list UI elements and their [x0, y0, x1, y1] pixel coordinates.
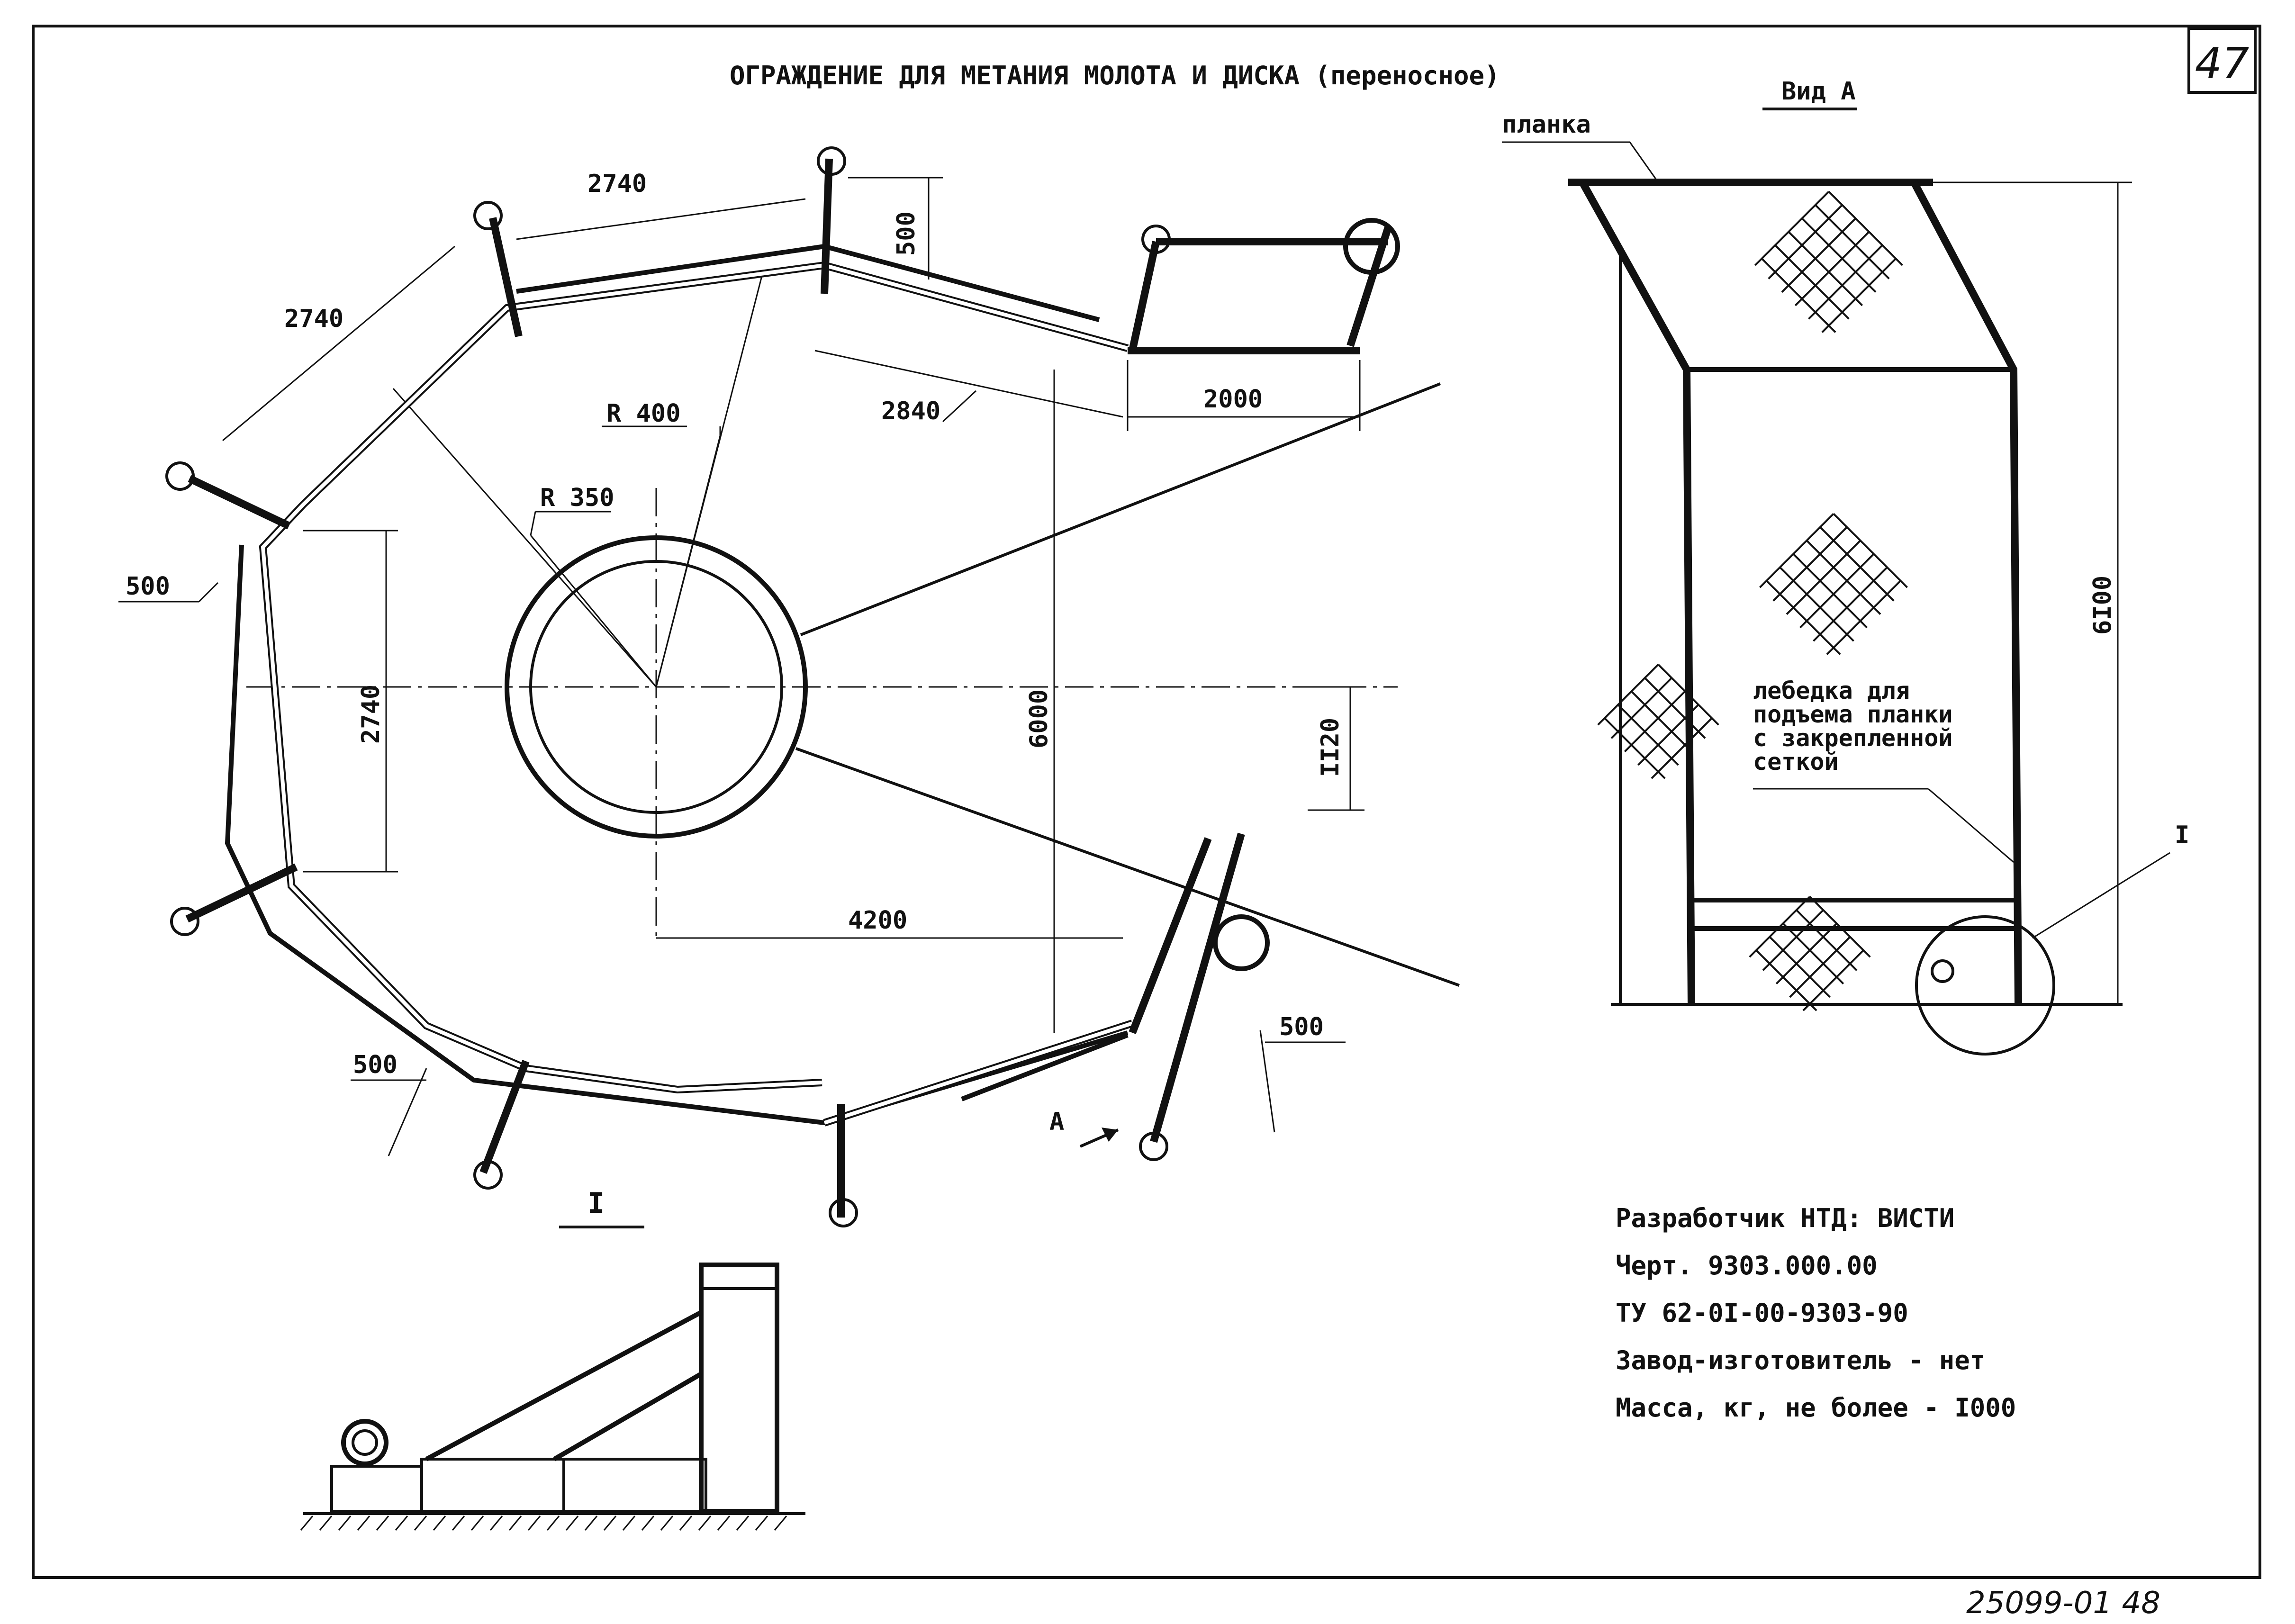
dim-height-view-a: 6I00	[2088, 576, 2117, 635]
info-manufacturer: Завод-изготовитель - нет	[1616, 1345, 1985, 1375]
dim-top-left: 2740	[284, 305, 343, 333]
winch-note-line4: сеткой	[1753, 748, 1839, 776]
dim-center-offset: II20	[1316, 718, 1345, 777]
dim-radius-inner: R 350	[540, 484, 614, 512]
view-a-title: Вид А	[1781, 77, 1856, 106]
sector-line-upper	[800, 382, 1441, 636]
throwing-circle-outer	[505, 535, 808, 839]
winch-wheel-top	[1343, 218, 1400, 275]
dim-gate-offset: 500	[1279, 1013, 1324, 1041]
winch-note-line1: лебедка для	[1753, 677, 1910, 704]
fence-posts	[185, 158, 1392, 1218]
info-drawing: Черт. 9303.000.00	[1616, 1251, 1878, 1281]
net-mesh-samples	[1597, 191, 1908, 1011]
bar-label: планка	[1502, 110, 1591, 139]
sheet-number: 47	[2195, 39, 2250, 89]
dim-right-arm: 2840	[881, 397, 940, 425]
detail-marker-view-a: I	[2175, 821, 2189, 849]
detail-pipe	[341, 1419, 389, 1466]
dim-height-total: 6000	[1025, 689, 1053, 749]
info-spec: ТУ 62-0I-00-9303-90	[1616, 1298, 1908, 1328]
dim-radius-outer: R 400	[606, 399, 681, 428]
detail-view	[300, 1263, 805, 1531]
view-a: Вид А планка	[1502, 77, 2189, 1056]
dim-top: 2740	[587, 170, 647, 198]
post-heads	[165, 146, 1400, 1227]
drawing-title: ОГРАЖДЕНИЕ ДЛЯ МЕТАНИЯ МОЛОТА И ДИСКА (п…	[730, 61, 1500, 90]
dim-center-to-gate: 4200	[848, 906, 907, 935]
right-post	[1910, 180, 2022, 1005]
plan-view: R 400 R 350	[118, 146, 1460, 1228]
left-post	[1579, 180, 1695, 1005]
detail-circle	[1915, 915, 2055, 1056]
sheet-number-box	[2187, 27, 2257, 94]
winch-wheel-gate	[1213, 914, 1270, 971]
info-developer: Разработчик НТД: ВИСТИ	[1616, 1203, 1954, 1233]
sheet-frame	[32, 25, 2261, 1579]
view-arrow-label: A	[1049, 1108, 1064, 1136]
winch-note-line2: подъема планки	[1753, 701, 1952, 728]
winch-note-line3: с закрепленной	[1753, 724, 1952, 752]
info-mass: Масса, кг, не более - I000	[1616, 1393, 2016, 1423]
info-block: Разработчик НТД: ВИСТИ Черт. 9303.000.00…	[1616, 1203, 2016, 1423]
dim-left-side: 2740	[357, 685, 385, 744]
dim-top-right-height: 500	[892, 211, 921, 256]
dim-left-offset: 500	[126, 572, 170, 601]
sector-line-lower	[795, 747, 1460, 987]
dim-bottom-left: 500	[353, 1051, 398, 1079]
archive-stamp: 25099-01 48	[1966, 1586, 2160, 1621]
radius-leader-inner	[530, 535, 657, 687]
detail-marker-plan: I	[587, 1187, 605, 1220]
dim-opening: 2000	[1203, 385, 1263, 414]
detail-post	[699, 1263, 779, 1514]
throwing-circle-inner	[529, 560, 783, 814]
